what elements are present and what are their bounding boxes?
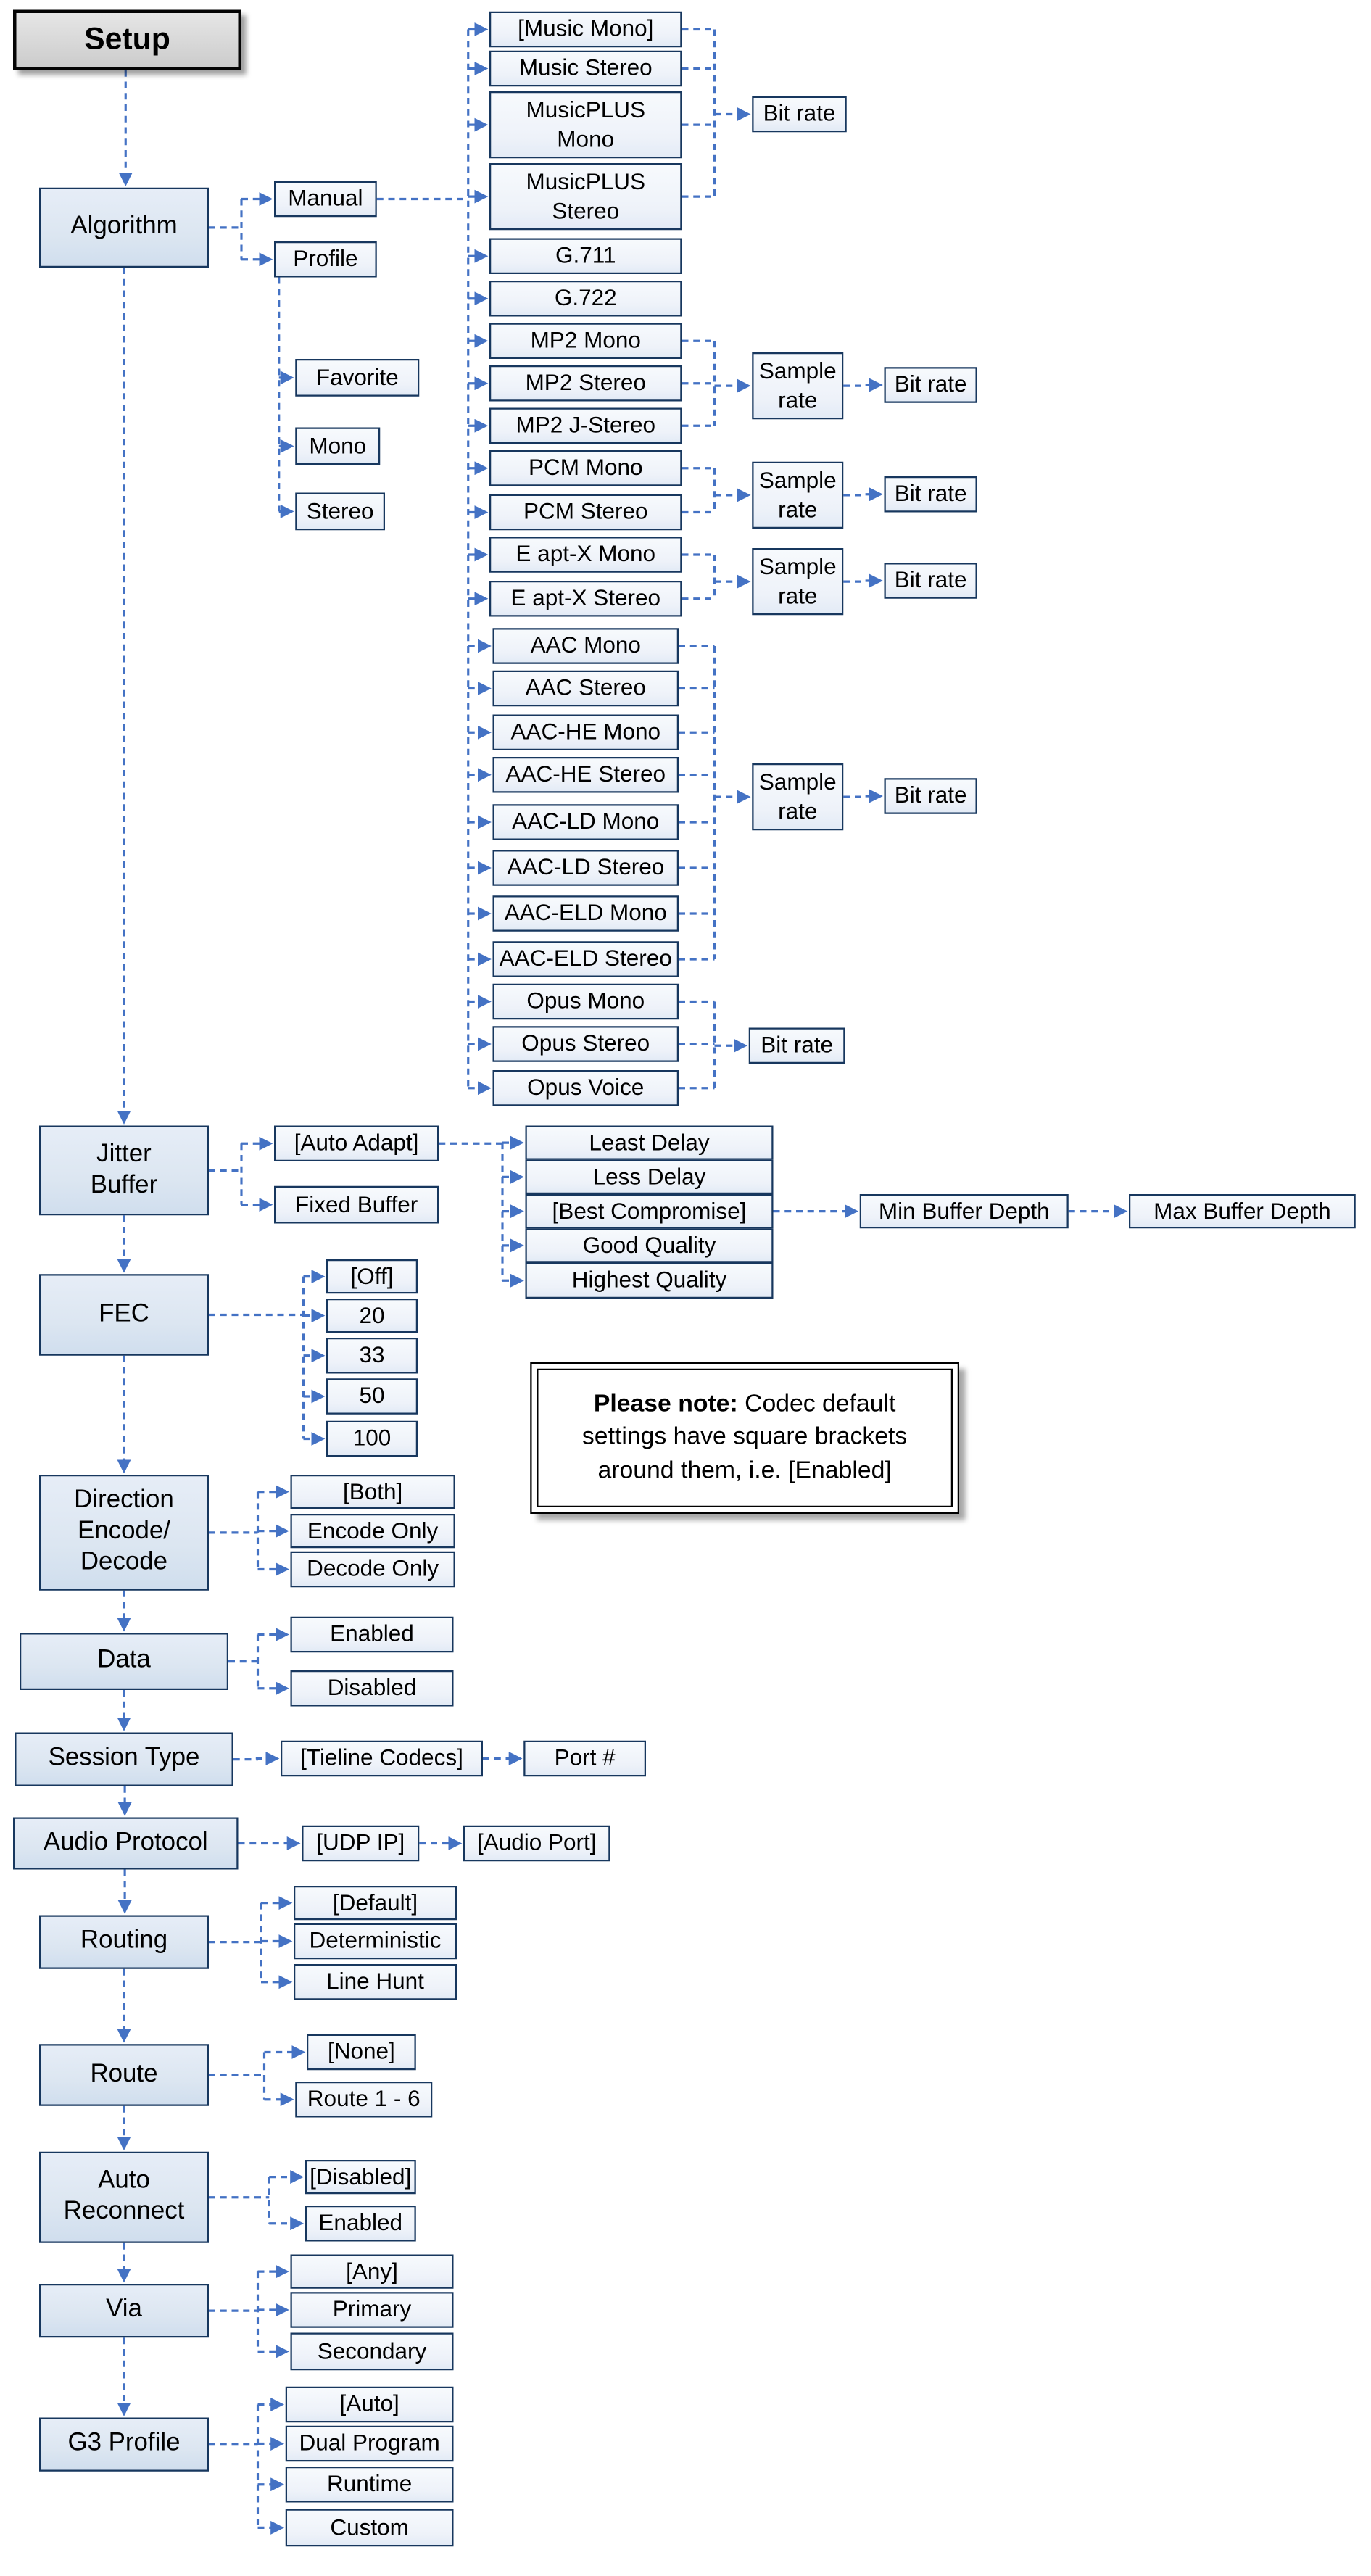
node-alg-music-mono: [Music Mono] [489,11,682,48]
node-alg-aacld-stereo: AAC-LD Stereo [492,850,679,886]
node-alg-aptx-stereo: E apt-X Stereo [489,581,682,617]
node-alg-musicplus-stereo: MusicPLUS Stereo [489,163,682,231]
note-rest-label: Codec default settings have square brack… [581,1390,908,1484]
node-alg-g722: G.722 [489,281,682,317]
node-alg-mp2-jstereo: MP2 J-Stereo [489,407,682,444]
node-least-delay: Least Delay [525,1125,774,1160]
node-alg-aac-mono: AAC Mono [492,628,679,664]
node-fec-50: 50 [326,1378,418,1415]
node-session: Session Type [15,1732,233,1786]
node-fec-33: 33 [326,1338,418,1374]
node-g3-dual: Dual Program [285,2425,454,2462]
node-alg-aaceld-mono: AAC-ELD Mono [492,895,679,932]
node-less-delay: Less Delay [525,1159,774,1194]
node-bitrate-pcm: Bit rate [884,476,977,513]
node-auto-adapt: [Auto Adapt] [274,1125,439,1161]
node-bitrate-mp2: Bit rate [884,367,977,403]
node-jitter: Jitter Buffer [39,1125,209,1216]
node-direction: Direction Encode/ Decode [39,1475,209,1591]
node-fec-100: 100 [326,1420,418,1457]
node-g3-custom: Custom [285,2509,454,2547]
node-ar-disabled: [Disabled] [305,2160,416,2195]
node-via-primary: Primary [290,2292,454,2328]
node-algorithm: Algorithm [39,187,209,268]
node-max-buffer: Max Buffer Depth [1129,1194,1356,1229]
node-stereo: Stereo [295,492,385,531]
node-g3: G3 Profile [39,2417,209,2472]
node-bitrate-opus: Bit rate [748,1027,845,1064]
node-routing-linehunt: Line Hunt [294,1964,457,2000]
node-alg-musicplus-mono: MusicPLUS Mono [489,91,682,159]
node-samplerate-aac: Sample rate [752,763,844,831]
note-box: Please note: Codec default settings have… [530,1362,959,1514]
node-via: Via [39,2284,209,2338]
node-dir-decode: Decode Only [290,1551,455,1588]
node-alg-pcm-mono: PCM Mono [489,450,682,486]
node-route: Route [39,2044,209,2106]
node-samplerate-pcm: Sample rate [752,461,844,529]
node-routing: Routing [39,1915,209,1969]
note-bold-label: Please note: [593,1390,738,1418]
node-dir-both: [Both] [290,1475,455,1509]
node-alg-aacld-mono: AAC-LD Mono [492,804,679,840]
node-good-quality: Good Quality [525,1228,774,1263]
node-dir-encode: Encode Only [290,1514,455,1549]
node-samplerate-mp2: Sample rate [752,352,844,420]
node-routing-default: [Default] [294,1886,457,1921]
node-alg-mp2-mono: MP2 Mono [489,323,682,359]
node-alg-aache-stereo: AAC-HE Stereo [492,757,679,793]
note-text-content: Please note: Codec default settings have… [552,1388,938,1488]
node-manual: Manual [274,181,377,218]
node-alg-aache-mono: AAC-HE Mono [492,714,679,750]
node-via-secondary: Secondary [290,2332,454,2371]
node-samplerate-aptx: Sample rate [752,548,844,616]
node-fec-off: [Off] [326,1259,418,1294]
node-alg-aaceld-stereo: AAC-ELD Stereo [492,941,679,977]
node-g3-auto: [Auto] [285,2386,454,2423]
node-alg-opus-voice: Opus Voice [492,1070,679,1106]
node-udp-ip: [UDP IP] [302,1825,420,1862]
node-port: Port # [523,1740,646,1777]
node-alg-opus-mono: Opus Mono [492,983,679,1020]
node-bitrate-music: Bit rate [752,96,847,133]
node-auto-reconnect: Auto Reconnect [39,2151,209,2243]
node-highest-quality: Highest Quality [525,1262,774,1299]
node-fixed-buffer: Fixed Buffer [274,1185,439,1224]
node-profile: Profile [274,241,377,278]
node-data-item: Data [20,1633,228,1690]
node-setup: Setup [13,9,241,70]
node-fec-20: 20 [326,1299,418,1333]
node-data-disabled: Disabled [290,1670,454,1707]
note-text: Please note: Codec default settings have… [537,1368,953,1507]
node-bitrate-aac: Bit rate [884,778,977,814]
node-min-buffer: Min Buffer Depth [859,1194,1069,1229]
node-alg-aac-stereo: AAC Stereo [492,670,679,707]
node-alg-music-stereo: Music Stereo [489,50,682,87]
node-route-1-6: Route 1 - 6 [295,2082,433,2118]
node-alg-pcm-stereo: PCM Stereo [489,494,682,531]
node-alg-mp2-stereo: MP2 Stereo [489,365,682,402]
node-data-enabled: Enabled [290,1616,454,1653]
node-best-compromise: [Best Compromise] [525,1194,774,1229]
node-route-none: [None] [307,2034,416,2071]
node-audio-protocol: Audio Protocol [13,1817,239,1870]
node-ar-enabled: Enabled [305,2206,416,2242]
node-audio-port: [Audio Port] [463,1825,610,1862]
node-alg-g711: G.711 [489,238,682,274]
node-tieline-codecs: [Tieline Codecs] [281,1740,483,1777]
node-bitrate-aptx: Bit rate [884,563,977,599]
node-via-any: [Any] [290,2254,454,2289]
node-favorite: Favorite [295,359,420,397]
node-routing-deterministic: Deterministic [294,1923,457,1960]
node-alg-opus-stereo: Opus Stereo [492,1026,679,1062]
node-g3-runtime: Runtime [285,2467,454,2503]
node-fec: FEC [39,1274,209,1356]
node-mono: Mono [295,427,381,465]
node-alg-aptx-mono: E apt-X Mono [489,537,682,573]
